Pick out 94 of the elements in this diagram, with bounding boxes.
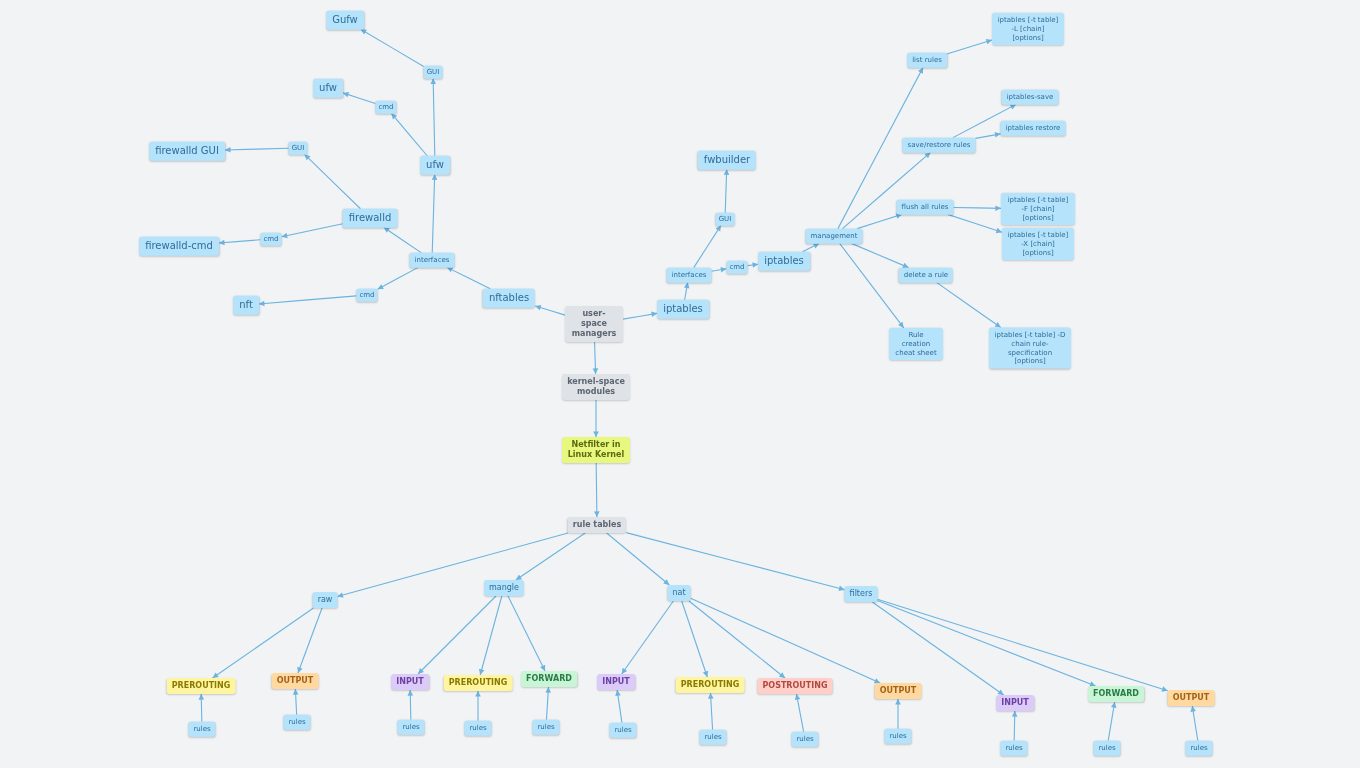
category-node: user-space managers (565, 306, 623, 342)
arrow (871, 601, 1005, 696)
content-node: mangle (484, 580, 524, 596)
arrow (693, 224, 722, 269)
arrow (383, 226, 422, 254)
chain-node: OUTPUT (271, 673, 319, 689)
arrow (850, 242, 910, 269)
arrow (507, 595, 546, 672)
arrow (856, 213, 903, 230)
chain-node: POSTROUTING (757, 678, 833, 694)
arrow (615, 689, 623, 724)
arrow (1107, 701, 1117, 742)
arrow (534, 304, 566, 316)
chain-node: INPUT (597, 674, 635, 690)
arrow (946, 213, 1003, 234)
arrow (839, 242, 905, 329)
content-node: ufw (420, 155, 450, 175)
arrow (710, 266, 727, 273)
arrow (876, 599, 1097, 687)
arrow (377, 266, 419, 290)
arrow (336, 532, 569, 598)
chain-node: OUTPUT (1167, 690, 1215, 706)
arrow (304, 153, 362, 210)
chain-node: PREROUTING (675, 677, 745, 693)
arrow (224, 147, 290, 153)
arrow (592, 341, 599, 375)
arrow (683, 281, 690, 301)
arrow (431, 173, 438, 254)
content-node: firewalld (342, 208, 398, 228)
arrow (974, 132, 1002, 139)
arrow (794, 693, 805, 733)
arrow (430, 77, 437, 157)
arrow (690, 597, 881, 684)
arrow (841, 151, 932, 230)
arrow (342, 92, 376, 105)
arrow (407, 689, 414, 721)
arrow (622, 311, 658, 320)
arrow (708, 692, 714, 731)
arrow (593, 399, 599, 438)
content-node: firewalld GUI (149, 141, 225, 161)
arrow (515, 532, 586, 581)
content-node: filters (844, 586, 878, 602)
content-node: fwbuilder (697, 150, 757, 170)
content-node: iptables (758, 251, 810, 271)
content-node: raw (312, 592, 338, 608)
arrow (212, 607, 315, 679)
arrow (895, 698, 901, 730)
arrow (292, 688, 299, 716)
chain-node: FORWARD (521, 671, 577, 687)
arrow (801, 242, 820, 253)
content-node: nat (667, 585, 691, 601)
arrow (545, 686, 551, 721)
arrow (478, 595, 503, 676)
arrow (281, 223, 344, 239)
arrow (723, 168, 730, 214)
arrow (606, 532, 670, 586)
core-node: Netfilter in Linux Kernel (562, 437, 630, 463)
arrow (625, 532, 846, 591)
chain-node: FORWARD (1088, 686, 1144, 702)
content-node: iptables (657, 299, 709, 319)
arrow (747, 262, 759, 268)
category-node: rule tables (567, 517, 627, 533)
chain-node: PREROUTING (443, 675, 513, 691)
arrow (1190, 705, 1199, 742)
arrow (218, 239, 261, 246)
content-node: nftables (482, 288, 536, 308)
content-node: nft (233, 295, 259, 315)
arrow (621, 600, 674, 675)
chain-node: OUTPUT (874, 683, 922, 699)
arrow (935, 281, 1002, 329)
arrow (1011, 710, 1018, 742)
arrow (446, 266, 491, 290)
arrow (837, 66, 924, 230)
arrow (952, 103, 1017, 139)
content-node: ufw (313, 78, 343, 98)
arrow (198, 693, 205, 723)
arrow (360, 28, 425, 68)
arrow (946, 39, 993, 55)
chain-node: INPUT (391, 674, 429, 690)
arrow (688, 600, 786, 679)
arrow (475, 690, 481, 722)
arrow (390, 112, 428, 157)
chain-node: INPUT (996, 695, 1034, 711)
arrow (594, 462, 600, 518)
content-node: Gufw (326, 10, 364, 30)
arrow (417, 595, 497, 675)
category-node: kernel-space modules (562, 374, 630, 400)
chain-node: PREROUTING (166, 678, 236, 694)
content-node: firewalld-cmd (139, 236, 219, 256)
arrow (258, 295, 357, 307)
arrow (297, 607, 323, 674)
arrow (876, 598, 1169, 692)
arrow (681, 600, 709, 678)
arrow (952, 205, 1002, 212)
